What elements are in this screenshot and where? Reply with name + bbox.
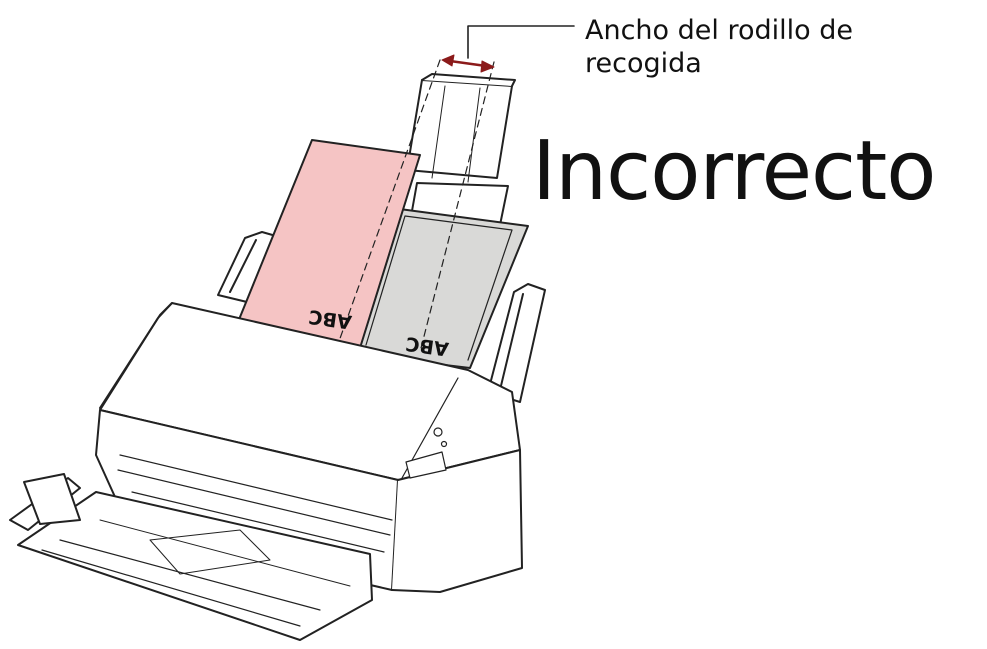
callout-line-2: recogida: [585, 48, 702, 79]
callout-label: Ancho del rodillo de recogida: [585, 14, 925, 80]
side-guide-left: [217, 231, 277, 303]
roller-width-guides: [337, 59, 495, 353]
callout-line-1: Ancho del rodillo de: [585, 15, 853, 46]
verdict-label: Incorrecto: [532, 124, 936, 219]
chute-extension: [406, 73, 516, 226]
output-tray: [9, 473, 373, 641]
side-guide-right: [487, 283, 546, 403]
callout-leader: [467, 25, 575, 59]
roller-width-arrow: [441, 54, 495, 73]
